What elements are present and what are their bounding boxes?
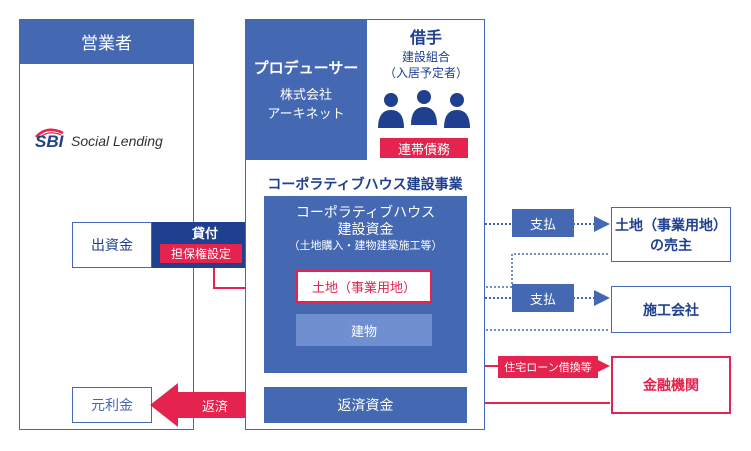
- logo-text: Social Lending: [71, 133, 163, 149]
- repayment-funds-box: 返済資金: [264, 387, 467, 423]
- borrower-line2: （入居予定者）: [383, 65, 468, 80]
- land-seller-line2: の売主: [650, 237, 692, 254]
- borrower-line1: 建設組合: [401, 49, 450, 64]
- building-box: 建物: [296, 314, 432, 346]
- logo-mark: SBI: [35, 132, 64, 151]
- land-seller-box: 土地（事業用地） の売主: [611, 207, 731, 262]
- joint-debt-badge: 連帯債務: [380, 138, 468, 158]
- fund-line3: （土地購入・建物建築施工等）: [288, 238, 443, 252]
- financial-institution-box: 金融機関: [611, 356, 731, 414]
- producer-company-line1: 株式会社: [279, 88, 332, 103]
- mortgage-refi-label: 住宅ローン借換等: [498, 356, 598, 378]
- producer-company-line2: アーキネット: [267, 107, 345, 122]
- repayment-label: 返済: [201, 399, 228, 415]
- collateral-label: 担保権設定: [160, 244, 242, 263]
- investment-box: 出資金: [72, 222, 152, 268]
- borrower-title: 借手: [409, 28, 442, 47]
- fund-line1: コーポラティブハウス: [295, 204, 436, 221]
- contractor-box: 施工会社: [611, 286, 731, 333]
- operator-header: 営業者: [19, 19, 194, 64]
- sbi-social-lending-logo: SBI Social Lending: [33, 127, 188, 153]
- principal-interest-box: 元利金: [72, 387, 152, 423]
- project-title: コーポラティブハウス建設事業: [267, 177, 463, 193]
- loan-label: 貸付: [191, 226, 218, 242]
- payment-label-2: 支払: [512, 284, 574, 312]
- fund-line2: 建設資金: [337, 221, 394, 238]
- land-box: 土地（事業用地）: [296, 270, 432, 303]
- logo-swoosh-icon: [35, 128, 64, 140]
- land-seller-line1: 土地（事業用地）: [615, 217, 727, 234]
- payment-label-1: 支払: [512, 209, 574, 237]
- producer-box: プロデューサー 株式会社 アーキネット: [245, 19, 367, 160]
- producer-title: プロデューサー: [253, 59, 359, 77]
